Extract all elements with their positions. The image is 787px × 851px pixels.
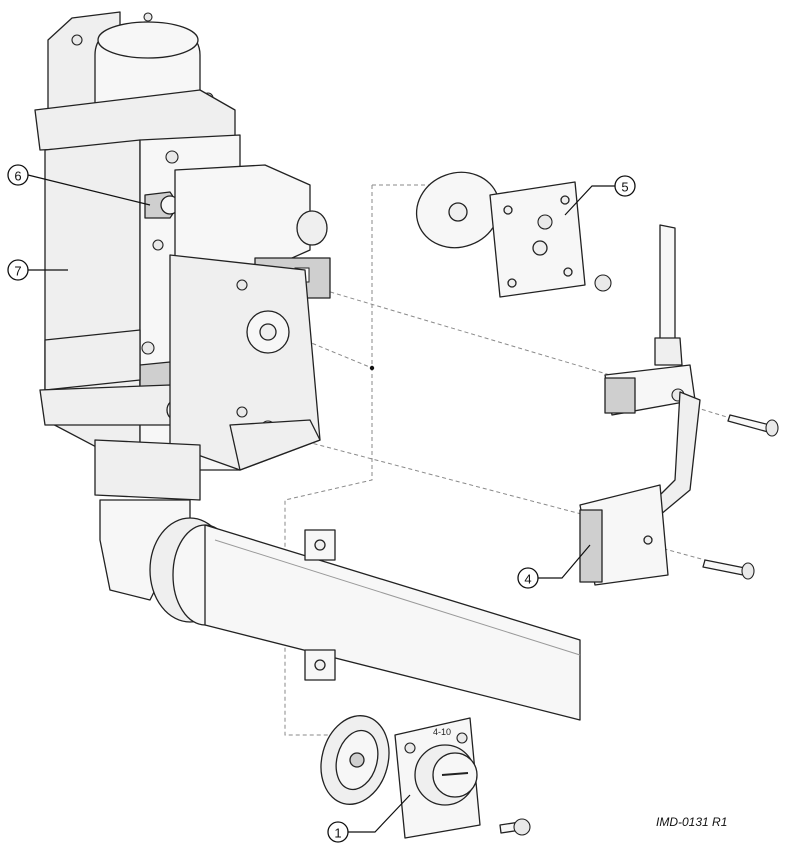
plate-hole xyxy=(503,205,513,215)
dial-screw-icon xyxy=(404,742,416,754)
pipe-clamp-bracket xyxy=(304,529,336,681)
control-screw-icon xyxy=(236,279,248,291)
flange-plate xyxy=(34,89,236,151)
drawing-reference: IMD-0131 R1 xyxy=(656,815,727,829)
dial-screw-icon xyxy=(456,732,468,744)
callout-1: 1 xyxy=(327,794,411,843)
cover-plate xyxy=(489,181,586,298)
loose-screw-icon xyxy=(594,274,612,292)
bracket-top-hole xyxy=(314,539,326,551)
plate-screw-icon xyxy=(537,214,553,230)
svg-text:4: 4 xyxy=(524,572,531,587)
top-screw-icon xyxy=(143,12,153,22)
plate-center-hole xyxy=(532,240,548,256)
bracket-bottom-hole xyxy=(314,659,326,671)
pipe-highlight xyxy=(214,539,581,656)
pilot-burner-bracket xyxy=(579,224,779,586)
plate-hole xyxy=(507,278,517,288)
bracket-base-face xyxy=(579,509,603,583)
solenoid-knob xyxy=(296,210,328,246)
svg-text:6: 6 xyxy=(14,169,21,184)
pilot-tube xyxy=(659,224,676,341)
plate-hole xyxy=(563,267,573,277)
bracket-bottom-tab xyxy=(304,649,336,681)
svg-text:5: 5 xyxy=(621,180,628,195)
restrictor-assembly: 4-10 xyxy=(320,715,531,839)
base-screw-shaft xyxy=(702,559,746,576)
svg-text:1: 1 xyxy=(334,826,341,841)
restrictor-disc-hub xyxy=(349,752,365,768)
alignment-dot xyxy=(369,365,375,371)
block-screw-icon xyxy=(141,341,155,355)
dial-marking: 4-10 xyxy=(433,727,451,737)
terminal-block xyxy=(229,419,321,471)
callout-6: 6 xyxy=(7,164,151,206)
plate-hole xyxy=(560,195,570,205)
elbow-pipe xyxy=(99,499,581,721)
bracket-screw-icon xyxy=(765,419,779,437)
regulator-dome xyxy=(97,21,199,59)
callout-5: 5 xyxy=(564,175,636,216)
dial-slot xyxy=(441,772,469,776)
bracket-hole xyxy=(643,535,653,545)
callout-4: 4 xyxy=(517,544,591,589)
dial-loose-screw-icon xyxy=(513,818,531,836)
block-screw-icon xyxy=(165,150,179,164)
base-screw-icon xyxy=(741,562,755,580)
cover-plate-assembly xyxy=(415,171,612,298)
outlet-neck xyxy=(94,439,201,501)
solenoid-housing xyxy=(174,164,311,271)
callout-7: 7 xyxy=(7,259,68,281)
burner-pipe xyxy=(204,524,581,721)
pilot-port xyxy=(259,323,277,341)
pilot-head-face xyxy=(604,377,636,414)
svg-text:7: 7 xyxy=(14,264,21,279)
lower-band xyxy=(44,329,141,391)
bracket-arm xyxy=(654,391,701,516)
bracket-screw-shaft xyxy=(727,414,771,433)
pilot-nut xyxy=(654,337,683,366)
top-screw-icon xyxy=(71,34,83,46)
gas-valve-body xyxy=(34,11,331,501)
washer-hole xyxy=(448,202,468,222)
control-screw-icon xyxy=(236,406,248,418)
block-screw-icon xyxy=(152,239,164,251)
